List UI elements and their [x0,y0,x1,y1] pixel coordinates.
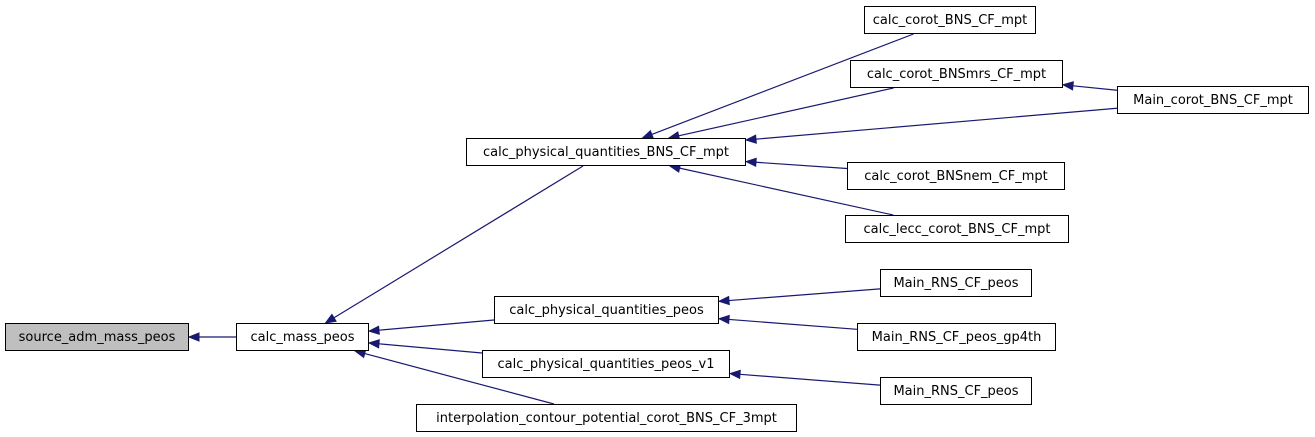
edge-Main_RNS_CF_peos_a-to-calc_physical_quantities_peos [728,288,881,302]
edge-Main_corot_BNS_CF_mpt-to-calc_corot_BNSmrs_CF_mpt [1072,85,1118,91]
edge-calc_corot_BNS_CF_mpt-to-calc_physical_quantities_BNS_CF_mpt [651,33,914,135]
edge-calc_physical_quantities_peos_v1-to-calc_mass_peos [378,343,483,354]
node-calc-corot-bnsnem-cf-mpt[interactable]: calc_corot_BNSnem_CF_mpt [847,162,1065,190]
edge-calc_corot_BNSmrs_CF_mpt-to-calc_physical_quantities_BNS_CF_mpt [678,87,894,137]
node-calc-corot-bnsmrs-cf-mpt[interactable]: calc_corot_BNSmrs_CF_mpt [850,60,1063,88]
arrowhead-calc_physical_quantities_peos [717,295,730,306]
arrowhead-source_adm_mass_peos [187,332,200,342]
arrowhead-calc_physical_quantities_peos [717,314,730,325]
arrowhead-calc_physical_quantities_BNS_CF_mpt [744,157,757,168]
node-main-corot-bns-cf-mpt[interactable]: Main_corot_BNS_CF_mpt [1117,86,1309,114]
node-calc-mass-peos[interactable]: calc_mass_peos [236,323,369,351]
edge-calc_physical_quantities_BNS_CF_mpt-to-calc_mass_peos [333,165,584,319]
arrowhead-calc_mass_peos [367,339,380,349]
node-calc-corot-bns-cf-mpt[interactable]: calc_corot_BNS_CF_mpt [864,6,1036,34]
edge-calc_corot_BNSnem_CF_mpt-to-calc_physical_quantities_BNS_CF_mpt [755,161,848,170]
arrowhead-calc_mass_peos [324,313,337,324]
arrowhead-calc_physical_quantities_BNS_CF_mpt [744,134,757,144]
edge-Main_corot_BNS_CF_mpt-to-calc_physical_quantities_BNS_CF_mpt [755,107,1118,140]
arrowhead-calc_corot_BNSmrs_CF_mpt [1061,81,1074,91]
edge-calc_physical_quantities_peos-to-calc_mass_peos [378,319,495,331]
node-interpolation-contour-potential-corot-bns-cf-3mpt[interactable]: interpolation_contour_potential_corot_BN… [416,404,797,432]
edge-Main_RNS_CF_peos_gp4th-to-calc_physical_quantities_peos [728,318,858,330]
node-main-rns-cf-peos-gp4th[interactable]: Main_RNS_CF_peos_gp4th [857,323,1056,351]
edge-Main_RNS_CF_peos_b-to-calc_physical_quantities_peos_v1 [739,373,881,386]
arrowhead-calc_mass_peos [367,325,380,335]
node-calc-physical-quantities-peos[interactable]: calc_physical_quantities_peos [494,296,719,324]
arrowhead-calc_physical_quantities_peos_v1 [728,369,741,380]
node-main-rns-cf-peos[interactable]: Main_RNS_CF_peos [880,269,1032,297]
edge-interpolation_contour_potential_corot_BNS_CF_3mpt-to-calc_mass_peos [364,352,555,405]
edge-calc_lecc_corot_BNS_CF_mpt-to-calc_physical_quantities_BNS_CF_mpt [679,167,894,216]
node-main-rns-cf-peos-2[interactable]: Main_RNS_CF_peos [880,377,1032,405]
node-calc-physical-quantities-bns-cf-mpt[interactable]: calc_physical_quantities_BNS_CF_mpt [466,138,746,166]
node-calc-lecc-corot-bns-cf-mpt[interactable]: calc_lecc_corot_BNS_CF_mpt [845,215,1069,243]
node-source-adm-mass-peos: source_adm_mass_peos [5,323,189,351]
node-calc-physical-quantities-peos-v1[interactable]: calc_physical_quantities_peos_v1 [482,350,730,378]
